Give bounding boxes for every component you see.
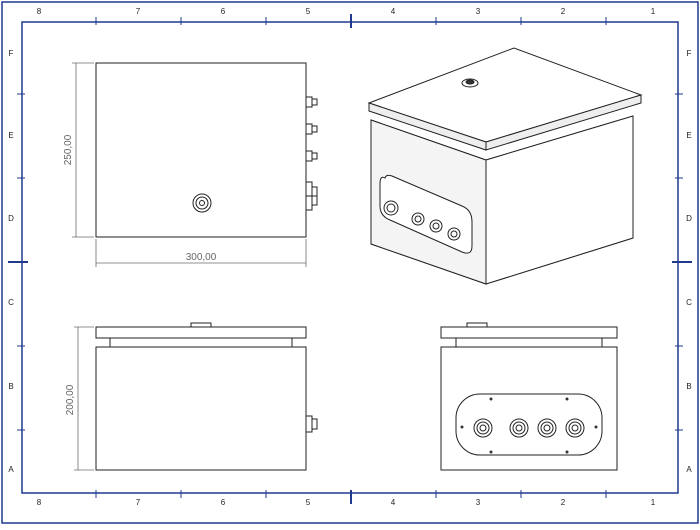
col-label-bottom-3: 3 bbox=[476, 498, 481, 507]
side-dims bbox=[74, 326, 94, 471]
col-label-bottom-2: 2 bbox=[561, 498, 566, 507]
col-label-bottom-7: 7 bbox=[136, 498, 141, 507]
col-label-bottom-5: 5 bbox=[306, 498, 311, 507]
col-label-top-3: 3 bbox=[476, 7, 481, 16]
dim-front-height: 250,00 bbox=[63, 134, 74, 165]
col-label-bottom-4: 4 bbox=[391, 498, 396, 507]
row-label-right-F: F bbox=[687, 49, 692, 58]
row-label-left-E: E bbox=[8, 131, 13, 140]
row-label-right-B: B bbox=[686, 382, 691, 391]
rear-screws bbox=[460, 397, 598, 454]
col-label-bottom-8: 8 bbox=[37, 498, 42, 507]
col-label-bottom-1: 1 bbox=[651, 498, 656, 507]
col-label-top-7: 7 bbox=[136, 7, 141, 16]
isometric-view bbox=[367, 47, 643, 285]
col-label-top-4: 4 bbox=[391, 7, 396, 16]
col-label-top-8: 8 bbox=[37, 7, 42, 16]
row-label-left-D: D bbox=[8, 214, 14, 223]
col-label-top-1: 1 bbox=[651, 7, 656, 16]
side-view bbox=[95, 322, 318, 471]
rear-connectors bbox=[473, 418, 585, 438]
lock-symbol bbox=[192, 193, 212, 213]
col-label-top-6: 6 bbox=[221, 7, 226, 16]
front-dims bbox=[72, 62, 307, 267]
zone-ticks bbox=[17, 17, 683, 498]
row-label-right-E: E bbox=[686, 131, 691, 140]
row-label-left-C: C bbox=[8, 298, 14, 307]
row-label-right-C: C bbox=[686, 298, 692, 307]
front-view bbox=[95, 62, 318, 238]
side-fittings bbox=[305, 96, 318, 211]
centering-marks bbox=[8, 14, 692, 504]
row-label-right-D: D bbox=[686, 214, 692, 223]
rear-view bbox=[440, 322, 618, 471]
dim-side-height: 200,00 bbox=[65, 384, 76, 415]
col-label-top-2: 2 bbox=[561, 7, 566, 16]
col-label-bottom-6: 6 bbox=[221, 498, 226, 507]
dim-front-width: 300,00 bbox=[186, 252, 217, 263]
row-label-left-A: A bbox=[8, 465, 14, 474]
connector-plate bbox=[455, 393, 603, 456]
col-label-top-5: 5 bbox=[306, 7, 311, 16]
row-label-left-F: F bbox=[9, 49, 14, 58]
row-label-left-B: B bbox=[8, 382, 13, 391]
row-label-right-A: A bbox=[686, 465, 692, 474]
